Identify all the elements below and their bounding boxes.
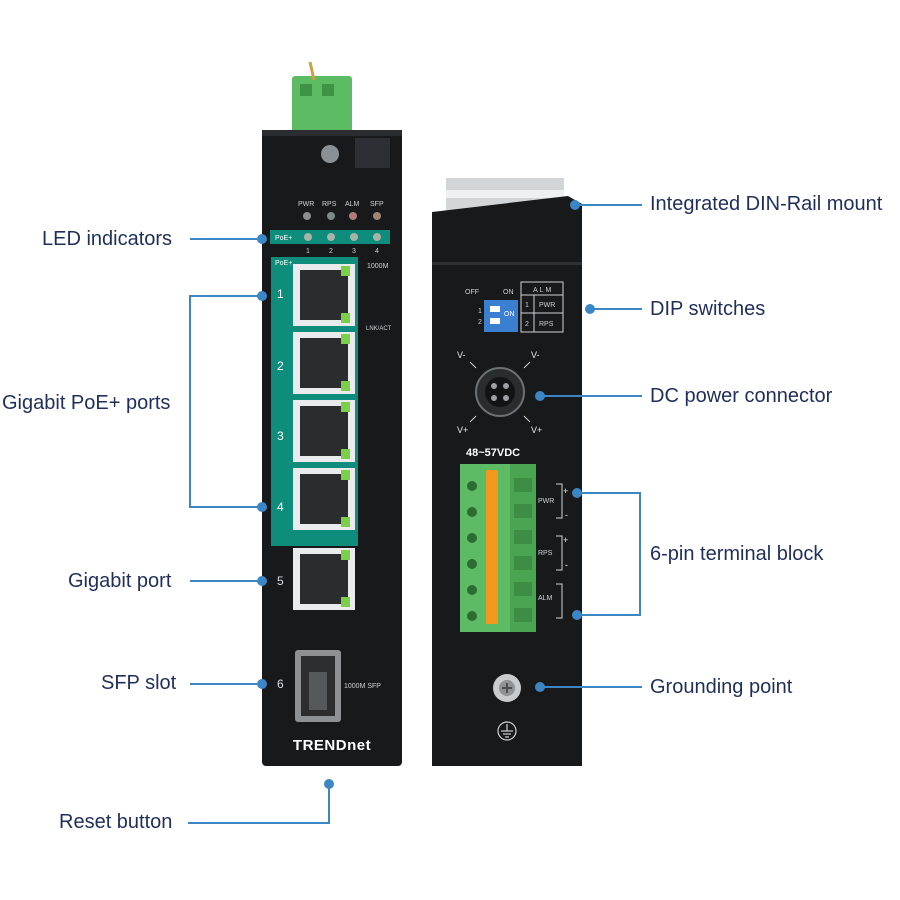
dip-on-vertical: ON — [504, 311, 515, 318]
speed-label: 1000M — [367, 263, 389, 270]
reset-button-callout: Reset button — [59, 811, 173, 833]
front-unit: PWR RPS ALM SFP PoE+ 1 2 3 4 PoE+ 1000M … — [262, 61, 402, 766]
dip-num-1: 1 — [478, 308, 482, 315]
terminal-minus-1: - — [565, 510, 568, 520]
gigabit-port-callout: Gigabit port — [68, 570, 172, 592]
port-num-2: 2 — [277, 359, 284, 373]
dip-switches-callout: DIP switches — [650, 298, 766, 320]
terminal-label-pwr: PWR — [538, 498, 554, 505]
led-label-sfp: SFP — [370, 201, 384, 208]
sfp-label: 1000M SFP — [344, 683, 381, 690]
sfp-slot — [295, 650, 341, 722]
leader-dots — [257, 200, 595, 789]
dip-on-label: ON — [503, 289, 514, 296]
dip-switch-block — [484, 300, 518, 332]
led-label-rps: RPS — [322, 201, 337, 208]
link-label: LNK/ACT — [366, 326, 392, 332]
poe-led-num-2: 2 — [329, 248, 333, 255]
led-label-pwr: PWR — [298, 201, 314, 208]
gigabit-poe-ports-callout: Gigabit PoE+ ports — [2, 392, 171, 414]
port-num-3: 3 — [277, 429, 284, 443]
poe-band-label: PoE+ — [275, 260, 292, 267]
led-rps — [327, 212, 335, 220]
alm-row-1-label: PWR — [539, 302, 555, 309]
pol-v-minus-right: V- — [531, 350, 540, 360]
rj45-port-2 — [293, 332, 355, 394]
alm-row-1-num: 1 — [525, 302, 529, 309]
alm-row-2-num: 2 — [525, 321, 529, 328]
dc-power-connector — [469, 361, 531, 423]
led-indicators-callout: LED indicators — [42, 228, 173, 250]
grounding-point-callout: Grounding point — [650, 676, 793, 698]
led-alm — [349, 212, 357, 220]
dc-power-connector-callout: DC power connector — [650, 385, 833, 407]
rj45-port-1 — [293, 264, 355, 326]
alm-table — [520, 281, 564, 333]
rj45-port-5 — [293, 548, 355, 610]
rj45-port-4 — [293, 468, 355, 530]
led-pwr — [303, 212, 311, 220]
brand-logo: TRENDnet — [293, 737, 371, 754]
voltage-label: 48~57VDC — [466, 447, 520, 459]
poe-led-num-3: 3 — [352, 248, 356, 255]
rj45-port-3 — [293, 400, 355, 462]
led-label-alm: ALM — [345, 201, 360, 208]
back-unit: OFF ON ON 1 2 ALM 1 PWR 2 RPS — [432, 178, 582, 766]
terminal-plus-2: + — [563, 535, 568, 545]
port-num-6: 6 — [277, 677, 284, 691]
din-rail-mount-callout: Integrated DIN-Rail mount — [650, 193, 883, 215]
pol-v-minus-left: V- — [457, 350, 466, 360]
ground-symbol-icon — [497, 721, 517, 741]
alm-header: ALM — [533, 287, 553, 294]
screw — [321, 145, 339, 163]
sfp-slot-callout: SFP slot — [101, 672, 177, 694]
port-num-5: 5 — [277, 574, 284, 588]
terminal-label-alm: ALM — [538, 595, 553, 602]
leader-lines — [188, 204, 642, 824]
port-num-1: 1 — [277, 287, 284, 301]
terminal-block-callout: 6-pin terminal block — [650, 543, 824, 565]
poe-led-num-1: 1 — [306, 248, 310, 255]
ground-screw — [493, 674, 521, 702]
port-num-4: 4 — [277, 500, 284, 514]
alm-row-2-label: RPS — [539, 321, 554, 328]
terminal-minus-2: - — [565, 560, 568, 570]
pol-v-plus-right: V+ — [531, 425, 542, 435]
terminal-block — [460, 464, 563, 632]
dip-off-label: OFF — [465, 289, 479, 296]
pol-v-plus-left: V+ — [457, 425, 468, 435]
led-sfp — [373, 212, 381, 220]
poe-led-label: PoE+ — [275, 235, 292, 242]
dip-num-2: 2 — [478, 319, 482, 326]
poe-led-num-4: 4 — [375, 248, 379, 255]
terminal-label-rps: RPS — [538, 550, 553, 557]
terminal-plus-1: + — [563, 486, 568, 496]
